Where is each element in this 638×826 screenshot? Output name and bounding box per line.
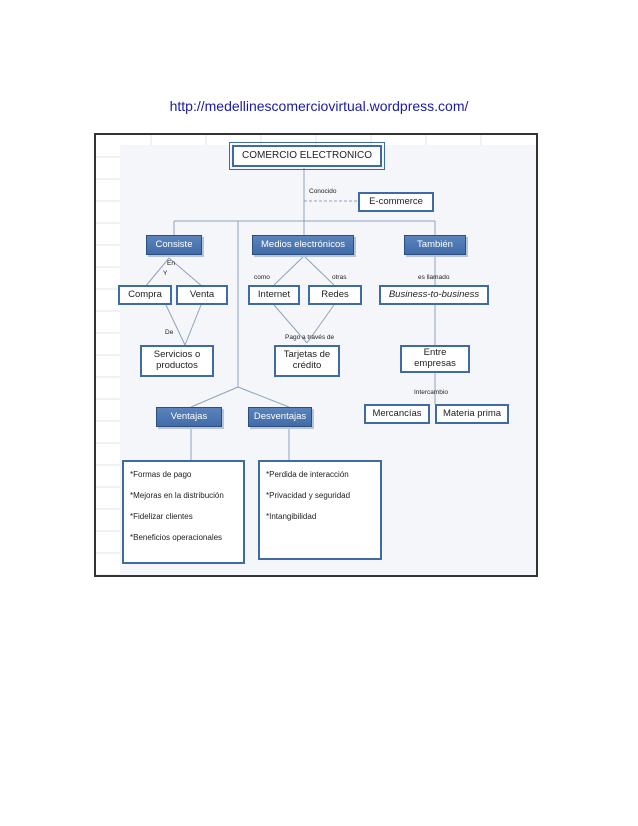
connector-lines <box>144 168 436 460</box>
ventajas-item: *Beneficios operacionales <box>130 533 223 542</box>
node-materia-prima: Materia prima <box>435 404 509 424</box>
desventajas-list-box: *Perdida de interacción *Privacidad y se… <box>258 460 382 560</box>
node-desventajas: Desventajas <box>248 407 312 427</box>
node-compra: Compra <box>118 285 172 305</box>
node-medios-electronicos: Medios electrónicos <box>252 235 354 255</box>
label-pago-a-traves-de: Pago a través de <box>285 334 335 341</box>
node-ecommerce: E-commerce <box>358 192 434 212</box>
node-tarjetas-credito: Tarjetas de crédito <box>274 345 340 377</box>
ventajas-item: *Fidelizar clientes <box>130 512 193 521</box>
node-consiste: Consiste <box>146 235 202 255</box>
node-business-to-business: Business-to-business <box>379 285 489 305</box>
source-url: http://medellinescomerciovirtual.wordpre… <box>169 98 469 114</box>
label-intercambio: Intercambio <box>414 389 448 396</box>
desventajas-item: *Perdida de interacción <box>266 470 349 479</box>
node-redes: Redes <box>308 285 362 305</box>
label-es-llamado: es llamado <box>418 274 450 281</box>
label-conocido: Conocido <box>309 188 337 195</box>
concept-map-frame: COMERCIO ELECTRONICO Conocido E-commerce… <box>94 133 538 577</box>
node-mercancias: Mercancías <box>364 404 430 424</box>
ventajas-item: *Formas de pago <box>130 470 192 479</box>
label-en: En <box>167 260 175 267</box>
ventajas-list-box: *Formas de pago *Mejoras en la distribuc… <box>122 460 245 564</box>
desventajas-item: *Intangibilidad <box>266 512 317 521</box>
ventajas-item: *Mejoras en la distribución <box>130 491 224 500</box>
node-internet: Internet <box>248 285 300 305</box>
node-tambien: También <box>404 235 466 255</box>
node-servicios-productos: Servicios o productos <box>140 345 214 377</box>
title-node: COMERCIO ELECTRONICO <box>229 142 385 170</box>
label-como: como <box>254 274 270 281</box>
node-ventajas: Ventajas <box>156 407 222 427</box>
node-venta: Venta <box>176 285 228 305</box>
label-de: De <box>165 329 174 336</box>
node-entre-empresas: Entre empresas <box>400 345 470 373</box>
label-y: Y <box>163 270 168 277</box>
desventajas-item: *Privacidad y seguridad <box>266 491 351 500</box>
label-otras: otras <box>332 274 347 281</box>
